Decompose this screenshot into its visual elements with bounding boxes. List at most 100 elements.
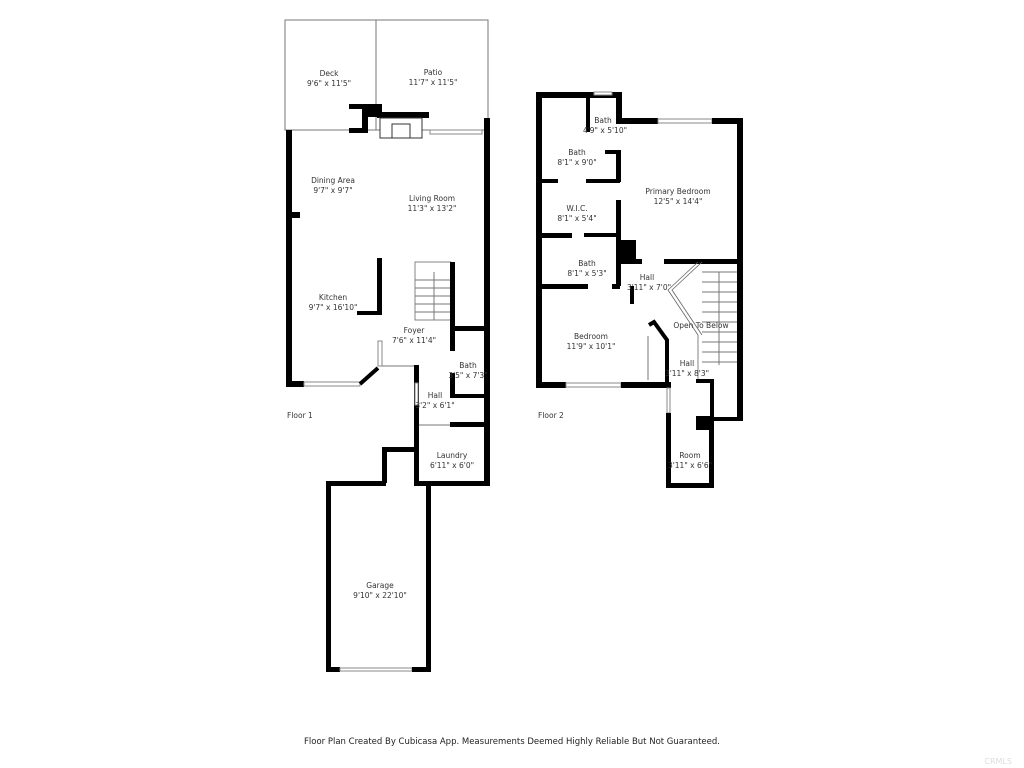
window: [429, 129, 483, 135]
wall: [326, 481, 331, 671]
wall: [377, 112, 429, 118]
angled-wall: [647, 319, 669, 388]
svg-text:3'11" x 6'6": 3'11" x 6'6": [668, 461, 712, 470]
svg-text:8'1" x 5'4": 8'1" x 5'4": [557, 214, 596, 223]
svg-text:Bath: Bath: [578, 259, 596, 268]
wall: [664, 259, 742, 264]
fireplace-opening: [391, 123, 411, 139]
wall: [630, 286, 634, 304]
svg-text:11'9" x 10'1": 11'9" x 10'1": [567, 342, 616, 351]
wall: [666, 483, 714, 488]
wall: [450, 326, 455, 351]
svg-text:Deck: Deck: [320, 69, 340, 78]
svg-text:Kitchen: Kitchen: [319, 293, 347, 302]
wall: [412, 667, 431, 672]
wall: [414, 365, 419, 485]
bay-wall: [358, 366, 380, 386]
wall: [737, 118, 743, 420]
svg-text:Room: Room: [679, 451, 700, 460]
svg-text:Primary Bedroom: Primary Bedroom: [645, 187, 710, 196]
chimney-block: [618, 240, 636, 262]
svg-text:3'11" x 7'0": 3'11" x 7'0": [627, 283, 671, 292]
wall: [349, 104, 367, 109]
wall: [450, 422, 488, 427]
disclaimer-footer: Floor Plan Created By Cubicasa App. Meas…: [304, 737, 720, 747]
wall: [666, 413, 671, 487]
wall: [357, 311, 382, 315]
svg-text:9'7" x 16'10": 9'7" x 16'10": [309, 303, 358, 312]
svg-text:6'11" x 6'0": 6'11" x 6'0": [430, 461, 474, 470]
svg-text:7'6" x 11'4": 7'6" x 11'4": [392, 336, 436, 345]
wall: [536, 92, 622, 98]
window: [303, 381, 361, 387]
wall: [536, 179, 558, 183]
wall: [286, 212, 300, 218]
watermark: CRMLS: [984, 757, 1012, 766]
svg-text:4'9" x 5'10": 4'9" x 5'10": [583, 126, 627, 135]
wall: [450, 373, 455, 395]
wall: [286, 130, 292, 386]
floor-2-label: Floor 2: [538, 411, 564, 420]
wall: [362, 104, 368, 133]
svg-text:3'5" x 7'3": 3'5" x 7'3": [448, 371, 487, 380]
svg-text:9'10" x 22'10": 9'10" x 22'10": [353, 591, 407, 600]
svg-text:8'1" x 5'3": 8'1" x 5'3": [567, 269, 606, 278]
wall: [414, 481, 490, 486]
window: [565, 382, 622, 388]
wall: [712, 118, 742, 124]
svg-text:Foyer: Foyer: [404, 326, 426, 335]
svg-text:8'1" x 9'0": 8'1" x 9'0": [557, 158, 596, 167]
wall: [709, 416, 714, 487]
floor-1-label: Floor 1: [287, 411, 313, 420]
svg-text:Hall: Hall: [680, 359, 694, 368]
svg-text:Hall: Hall: [640, 273, 654, 282]
staircase: [414, 261, 455, 327]
wall: [536, 233, 572, 238]
wall: [616, 118, 658, 124]
wall: [536, 92, 542, 386]
wall: [286, 130, 292, 134]
wall: [605, 150, 620, 154]
window: [593, 91, 613, 96]
svg-text:Bath: Bath: [459, 361, 477, 370]
wall: [382, 447, 418, 452]
wall: [536, 284, 588, 289]
svg-text:3'11" x 8'3": 3'11" x 8'3": [665, 369, 709, 378]
wall: [586, 179, 620, 183]
svg-text:Dining Area: Dining Area: [311, 176, 355, 185]
svg-text:Living Room: Living Room: [409, 194, 455, 203]
svg-text:11'3" x 13'2": 11'3" x 13'2": [408, 204, 457, 213]
wall: [484, 118, 490, 485]
wall: [326, 667, 340, 672]
svg-text:Bath: Bath: [568, 148, 586, 157]
room-open-to-below: Open To Below: [673, 321, 728, 330]
wall: [612, 284, 620, 289]
wall: [584, 233, 620, 237]
wall: [710, 417, 743, 421]
wall: [710, 379, 714, 419]
wall: [621, 382, 671, 388]
wall: [450, 262, 455, 327]
wall: [450, 394, 488, 398]
staircase: [667, 261, 737, 380]
garage-door: [339, 667, 413, 672]
svg-text:9'7" x 9'7": 9'7" x 9'7": [313, 186, 352, 195]
room-wic: W.I.C.8'1" x 5'4": [557, 204, 596, 223]
